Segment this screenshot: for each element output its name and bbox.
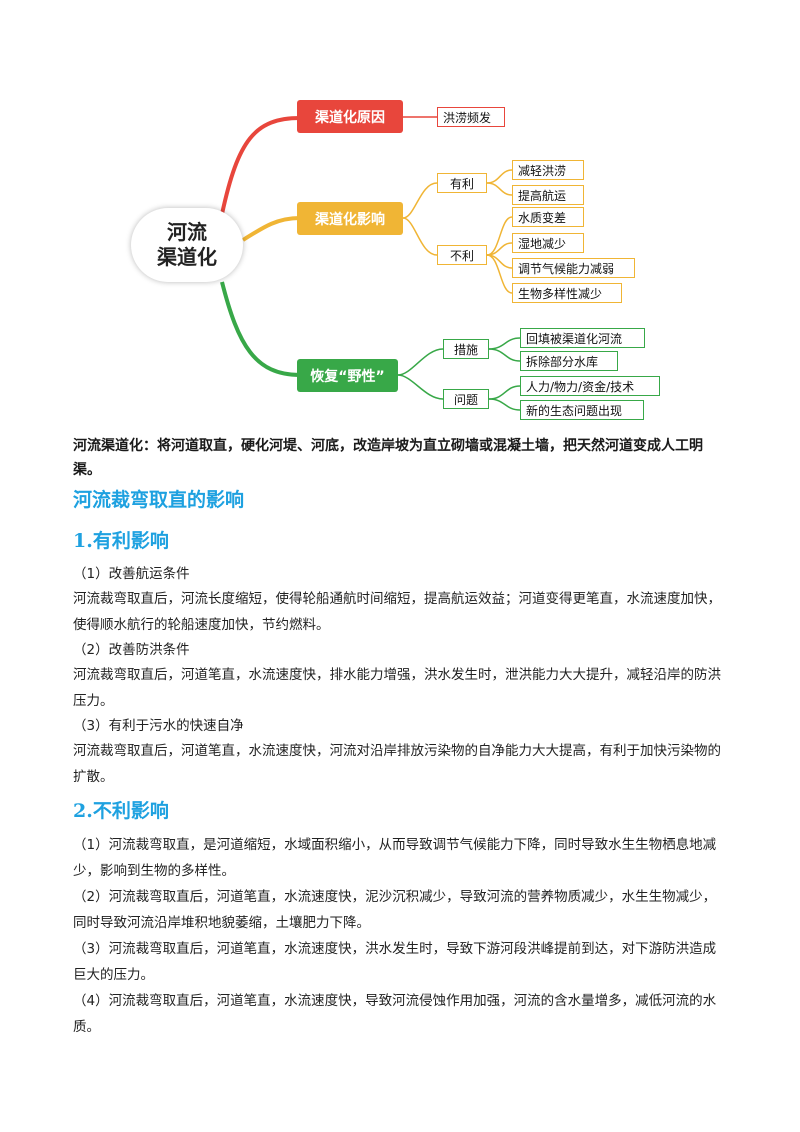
connector-impact-pos [402, 182, 438, 219]
negative-item: 水质变差 [512, 207, 584, 227]
cause-leaf: 洪涝频发 [437, 107, 505, 127]
connector-cause [220, 116, 301, 215]
connector-impact [241, 216, 301, 242]
section-title: 河流裁弯取直的影响 [73, 489, 245, 511]
branch-cause: 渠道化原因 [297, 100, 403, 133]
center-line-1: 河流 [167, 220, 207, 244]
unfavorable-heading: 2.不利影响 [73, 800, 169, 822]
mind-map: 河流 渠道化 渠道化原因 洪涝频发 渠道化影响 有利 减轻洪涝 提高航运 不利 … [0, 0, 800, 430]
unfavorable-paragraph: （4）河流裁弯取直后，河道笔直，水流速度快，导致河流侵蚀作用加强，河流的含水量增… [73, 993, 717, 1035]
unfavorable-paragraph: （2）河流裁弯取直后，河道笔直，水流速度快，泥沙沉积减少，导致河流的营养物质减少… [73, 889, 717, 931]
connector-impact-neg [402, 217, 438, 256]
favorable-paragraph: 河流裁弯取直后，河流长度缩短，使得轮船通航时间缩短，提高航运效益；河道变得更笔直… [73, 591, 721, 633]
measure-item: 拆除部分水库 [520, 351, 618, 371]
connector-restore [220, 281, 301, 377]
negative-item: 生物多样性减少 [512, 283, 622, 303]
definition-paragraph: 河流渠道化：将河道取直，硬化河堤、河底，改造岸坡为直立砌墙或混凝土墙，把天然河道… [73, 438, 703, 478]
negative-item: 调节气候能力减弱 [512, 258, 635, 278]
positive-item: 提高航运 [512, 185, 584, 205]
favorable-subheading: （3）有利于污水的快速自净 [73, 718, 244, 734]
favorable-heading: 1.有利影响 [73, 530, 169, 552]
measure-item: 回填被渠道化河流 [520, 328, 645, 348]
mind-map-center-node: 河流 渠道化 [131, 208, 243, 282]
favorable-paragraph: 河流裁弯取直后，河道笔直，水流速度快，排水能力增强，洪水发生时，泄洪能力大大提升… [73, 667, 721, 709]
problem-item: 人力/物力/资金/技术 [520, 376, 660, 396]
impact-positive-node: 有利 [437, 173, 487, 193]
problem-item: 新的生态问题出现 [520, 400, 644, 420]
favorable-subheading: （2）改善防洪条件 [73, 642, 190, 658]
restore-problems-node: 问题 [443, 389, 489, 409]
impact-negative-node: 不利 [437, 245, 487, 265]
positive-item: 减轻洪涝 [512, 160, 584, 180]
unfavorable-paragraph: （3）河流裁弯取直后，河道笔直，水流速度快，洪水发生时，导致下游河段洪峰提前到达… [73, 941, 717, 983]
unfavorable-paragraph: （1）河流裁弯取直，是河道缩短，水域面积缩小，从而导致调节气候能力下降，同时导致… [73, 837, 717, 879]
branch-restore: 恢复“野性” [297, 359, 398, 392]
favorable-subheading: （1）改善航运条件 [73, 566, 190, 582]
center-line-2: 渠道化 [157, 245, 217, 269]
favorable-paragraph: 河流裁弯取直后，河道笔直，水流速度快，河流对沿岸排放污染物的自净能力大大提高，有… [73, 743, 721, 785]
mind-map-connectors [220, 116, 521, 411]
restore-measures-node: 措施 [443, 339, 489, 359]
branch-impact: 渠道化影响 [297, 202, 403, 235]
negative-item: 湿地减少 [512, 233, 584, 253]
